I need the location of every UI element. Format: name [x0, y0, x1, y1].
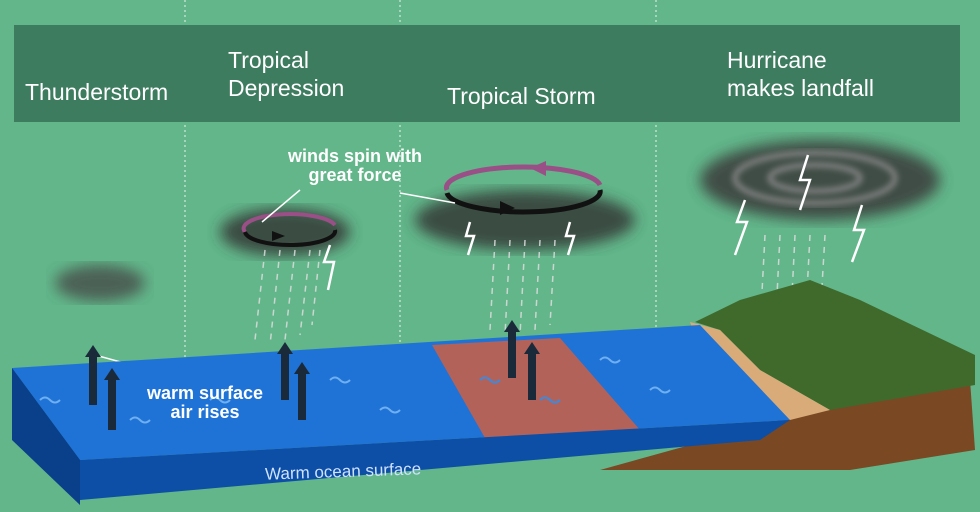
winds-annotation-line2: great force — [308, 165, 402, 185]
stage-hurricane-landfall: Hurricane makes landfall — [727, 46, 874, 102]
winds-annotation-line1: winds spin with — [288, 146, 422, 166]
warm-air-annotation: warm surface air rises — [125, 384, 285, 422]
stage-hurricane-line1: Hurricane — [727, 47, 827, 73]
stage-banner — [14, 25, 960, 122]
thunderstorm-cloud — [55, 265, 145, 301]
waves — [39, 356, 671, 424]
stage-tropical-depression-line2: Depression — [228, 75, 345, 101]
stage-hurricane-line2: makes landfall — [727, 75, 875, 101]
land-soil — [600, 380, 975, 470]
stage-tropical-storm: Tropical Storm — [447, 83, 596, 109]
rising-air-arrow-icon — [85, 320, 540, 430]
ocean-front — [12, 368, 790, 500]
stage-thunderstorm: Thunderstorm — [25, 79, 169, 105]
beach-sand — [690, 322, 830, 420]
rain — [254, 234, 826, 346]
winds-annotation: winds spin with great force — [275, 147, 435, 185]
storm-wind-arrow-icon — [443, 161, 603, 215]
land-grass — [695, 280, 975, 410]
depression-wind-arrow-icon — [241, 212, 338, 248]
hurricane-spiral — [732, 150, 898, 206]
stage-tropical-depression: Tropical Depression — [228, 46, 344, 102]
ocean-side — [12, 368, 80, 505]
stage-tropical-depression-line1: Tropical — [228, 47, 309, 73]
warm-air-annotation-line1: warm surface — [146, 383, 264, 403]
lightning-icon — [322, 154, 866, 291]
warm-air-annotation-line2: air rises — [170, 402, 240, 422]
